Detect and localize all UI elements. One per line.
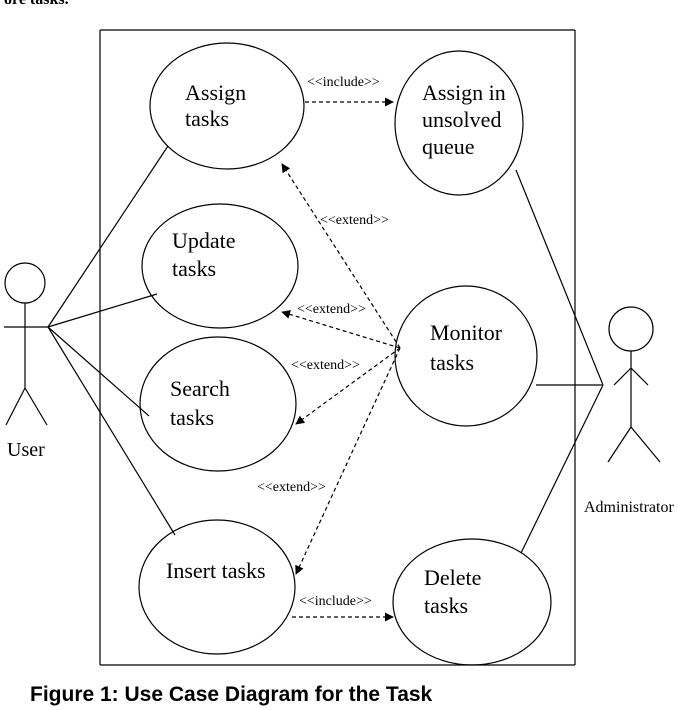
use-case-assign-unsolved-queue [394,50,524,196]
figure-caption: Figure 1: Use Case Diagram for the Task [30,683,433,706]
extend-label-search: <<extend>> [291,358,360,373]
administrator-actor-icon [607,306,661,463]
assoc-user-search [47,326,150,417]
assoc-admin-delete [520,384,604,554]
extend-monitor-to-assign [281,163,401,349]
use-case-update-tasks [141,203,299,329]
associations [47,145,604,554]
assign-unsolved-queue-label: Assign in unsolved queue [422,80,511,159]
use-case-delete-tasks [392,538,552,666]
extend-label-insert: <<extend>> [257,480,326,495]
extend-label-assign: <<extend>> [320,213,389,228]
user-label: User [7,439,45,461]
extend-monitor-to-update [281,310,401,349]
extend-monitor-to-search [295,347,401,425]
include-label-bottom: <<include>> [299,594,372,609]
use-case-assign-tasks [149,42,305,170]
system-boundary [99,29,576,666]
top-text-fragment: ore tasks. [4,0,69,9]
user-actor-icon [4,262,48,426]
assoc-admin-unsolved [515,169,604,386]
assoc-user-assign [47,145,169,328]
insert-tasks-label: Insert tasks [166,558,266,583]
assign-tasks-label: Assign tasks [185,80,252,131]
assoc-user-update [47,293,158,328]
extend-label-update: <<extend>> [297,302,366,317]
administrator-label: Administrator [584,499,674,516]
use-case-monitor-tasks [394,285,538,427]
use-case-search-tasks [139,336,297,472]
use-case-insert-tasks [138,519,296,655]
update-tasks-label: Update tasks [172,228,241,281]
dependencies [281,97,401,622]
assoc-user-insert [47,326,176,536]
include-label-top: <<include>> [307,75,380,90]
extend-monitor-to-insert [295,347,401,575]
delete-tasks-label: Delete tasks [424,565,487,618]
search-tasks-label: Search tasks [170,376,235,430]
monitor-tasks-label: Monitor tasks [430,320,508,375]
